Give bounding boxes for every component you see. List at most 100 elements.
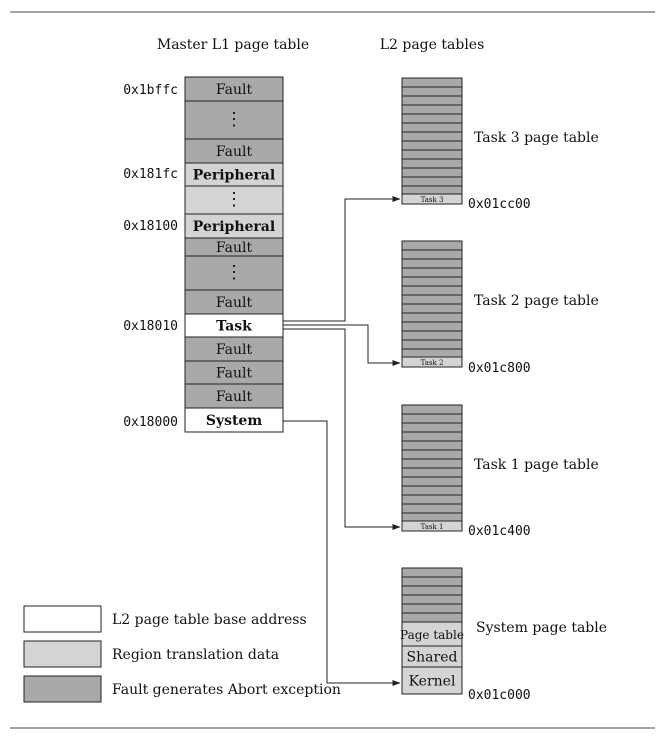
task3-table-address: 0x01cc00	[468, 197, 531, 212]
master-cell-region: ⋮	[184, 185, 284, 215]
system-table-address: 0x01c000	[468, 688, 531, 703]
l2-entry	[401, 576, 463, 587]
master-cell-fault: ⋮	[184, 255, 284, 291]
legend: L2 page table base address Region transl…	[23, 605, 341, 703]
arrow-system-to-system-table	[283, 420, 401, 686]
l2-entry	[401, 330, 463, 341]
cell-label: Fault	[216, 82, 253, 98]
l2-entry	[401, 167, 463, 178]
cell-label: ⋮	[225, 109, 243, 130]
master-cell-base: Task	[184, 313, 284, 338]
master-cell-base: System	[184, 407, 284, 433]
arrow-task-to-task2	[283, 324, 401, 366]
task2-table-name: Task 2 page table	[474, 293, 599, 309]
cell-box	[184, 407, 284, 433]
l2-entry	[401, 249, 463, 260]
l2-entry	[401, 321, 463, 332]
l2-entry	[401, 240, 463, 251]
arrow-task-to-task1	[283, 328, 401, 530]
cell-label: ⋮	[225, 262, 243, 283]
legend-label: Region translation data	[112, 647, 279, 663]
legend-label: L2 page table base address	[112, 612, 307, 628]
master-cell-fault: Fault	[184, 237, 284, 257]
system-region-label: Shared	[407, 650, 458, 666]
l2-tag-label: Task 2	[421, 359, 444, 367]
l2-entry	[401, 303, 463, 314]
address-label: 0x18000	[123, 415, 178, 430]
address-label: 0x18010	[123, 319, 178, 334]
master-cell-fault: Fault	[184, 76, 284, 102]
legend-label: Fault generates Abort exception	[112, 682, 341, 698]
legend-swatch-base	[23, 605, 102, 633]
l2-entry	[401, 585, 463, 596]
cell-label: ⋮	[225, 189, 243, 210]
l2-entry	[401, 413, 463, 424]
system-region-label: Kernel	[409, 674, 456, 690]
l2-table-1: Task 2	[401, 240, 463, 368]
cell-label: Task	[216, 319, 252, 335]
l2-entry	[401, 95, 463, 106]
task1-table-name: Task 1 page table	[474, 457, 599, 473]
l2-entry	[401, 485, 463, 496]
l2-entry	[401, 258, 463, 269]
l2-entry-tag	[401, 193, 463, 205]
master-addresses: 0x1bffc 0x181fc 0x18100 0x18010 0x18000	[123, 83, 178, 430]
master-cell-fault: ⋮	[184, 100, 284, 140]
l2-tag-label: Task 3	[421, 196, 444, 204]
cell-label: Fault	[216, 295, 253, 311]
l2-tag-label: Task 1	[421, 523, 444, 531]
address-label: 0x181fc	[123, 167, 178, 182]
master-cell-region: Peripheral	[184, 162, 284, 187]
master-title: Master L1 page table	[157, 37, 309, 53]
system-region-label: Page table	[400, 628, 464, 642]
l2-entry	[401, 494, 463, 505]
l2-entry	[401, 404, 463, 415]
connectors	[283, 196, 401, 686]
l2-entry	[401, 113, 463, 124]
l2-entry	[401, 176, 463, 187]
task3-table-name: Task 3 page table	[474, 130, 599, 146]
task1-table-address: 0x01c400	[468, 524, 531, 539]
l2-entry	[401, 285, 463, 296]
cell-box	[184, 76, 284, 102]
l2-entry	[401, 603, 463, 614]
l2-entry-tag	[401, 356, 463, 368]
l2-entry	[401, 467, 463, 478]
l2-entry	[401, 122, 463, 133]
system-region	[401, 621, 463, 647]
l2-entry	[401, 440, 463, 451]
cell-label: Fault	[216, 144, 253, 160]
l2-entry	[401, 276, 463, 287]
cell-label: System	[206, 413, 263, 429]
cell-box	[184, 100, 284, 140]
l2-entry	[401, 104, 463, 115]
master-cell-fault: Fault	[184, 360, 284, 385]
l2-entry	[401, 294, 463, 305]
cell-box	[184, 383, 284, 409]
master-cell-region: Peripheral	[184, 213, 284, 239]
l2-entry	[401, 594, 463, 605]
master-cell-fault: Fault	[184, 289, 284, 315]
cell-box	[184, 336, 284, 362]
l2-entry	[401, 476, 463, 487]
l2-labels: Task 3 page table 0x01cc00 Task 2 page t…	[468, 130, 607, 703]
l2-table-0: Task 3	[401, 77, 463, 205]
l2-entry	[401, 449, 463, 460]
l2-table-2: Task 1	[401, 404, 463, 532]
l2-entry	[401, 131, 463, 142]
l2-entry-tag	[401, 520, 463, 532]
cell-box	[184, 255, 284, 291]
l2-entry	[401, 503, 463, 514]
arrow-task-to-task3	[283, 196, 401, 322]
cell-label: Fault	[216, 366, 253, 382]
address-label: 0x18100	[123, 219, 178, 234]
system-table-name: System page table	[476, 620, 607, 636]
cell-label: Fault	[216, 342, 253, 358]
l2-entry	[401, 86, 463, 97]
l2-entry	[401, 140, 463, 151]
l2-entry	[401, 149, 463, 160]
task2-table-address: 0x01c800	[468, 361, 531, 376]
cell-box	[184, 213, 284, 239]
cell-label: Fault	[216, 240, 253, 256]
